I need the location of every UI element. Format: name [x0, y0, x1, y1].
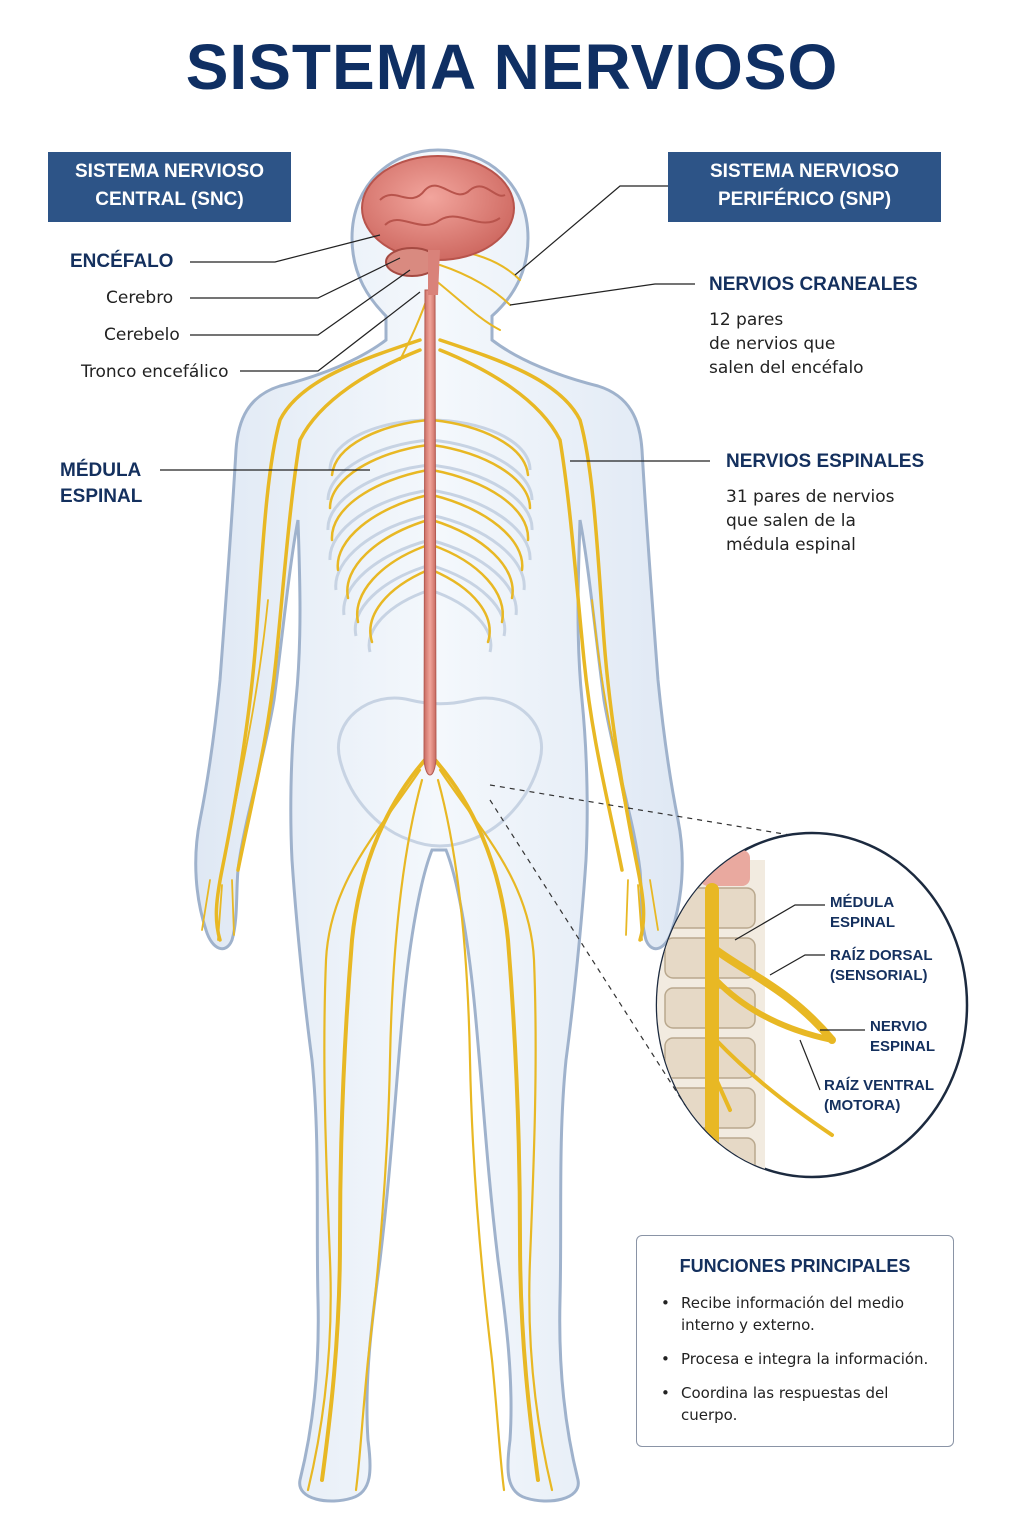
espinales-desc-2: que salen de la — [726, 511, 856, 531]
label-cerebro: Cerebro — [106, 288, 174, 308]
inset-dorsal-1: RAÍZ DORSAL — [830, 947, 933, 964]
function-item: Recibe información del medio interno y e… — [659, 1292, 939, 1336]
functions-title: FUNCIONES PRINCIPALES — [679, 1256, 911, 1276]
function-item: Coordina las respuestas del cuerpo. — [659, 1382, 939, 1426]
snp-heading: SISTEMA NERVIOSO PERIFÉRICO (SNP) — [668, 152, 941, 222]
peripheral-nerves — [201, 249, 659, 1492]
inset-label-raiz-dorsal: RAÍZ DORSAL (SENSORIAL) — [830, 946, 933, 986]
page-title: SISTEMA NERVIOSO — [185, 31, 839, 103]
snp-line1: SISTEMA NERVIOSO — [710, 161, 899, 182]
label-medula-line2: ESPINAL — [60, 486, 143, 507]
snc-heading: SISTEMA NERVIOSO CENTRAL (SNC) — [48, 152, 291, 222]
leader-lines — [160, 185, 710, 471]
craneales-desc-2: de nervios que — [709, 334, 836, 354]
inset-label-medula: MÉDULA ESPINAL — [830, 893, 895, 933]
inset-nervio-2: ESPINAL — [870, 1038, 936, 1055]
snc-line1: SISTEMA NERVIOSO — [75, 161, 264, 182]
craneales-description: 12 pares de nervios que salen del encéfa… — [709, 308, 864, 380]
spinal-inset — [655, 831, 969, 1179]
snc-line2: CENTRAL (SNC) — [95, 189, 244, 210]
label-medula-line1: MÉDULA — [60, 460, 142, 481]
craneales-desc-3: salen del encéfalo — [709, 358, 864, 378]
spinal-cord — [423, 289, 437, 776]
inset-ventral-1: RAÍZ VENTRAL — [824, 1077, 934, 1094]
inset-ventral-2: (MOTORA) — [824, 1097, 901, 1114]
espinales-desc-3: médula espinal — [726, 535, 856, 555]
inset-medula-2: ESPINAL — [830, 914, 896, 931]
label-tronco: Tronco encefálico — [81, 362, 229, 382]
craneales-desc-1: 12 pares — [709, 310, 784, 330]
snp-line2: PERIFÉRICO (SNP) — [717, 189, 892, 210]
label-cerebelo: Cerebelo — [104, 325, 180, 345]
label-encefalo: ENCÉFALO — [70, 251, 174, 272]
label-nervios-craneales: NERVIOS CRANEALES — [709, 274, 918, 295]
espinales-description: 31 pares de nervios que salen de la médu… — [726, 485, 895, 557]
body-silhouette — [194, 148, 684, 1503]
functions-panel: FUNCIONES PRINCIPALES Recibe información… — [636, 1235, 954, 1447]
inset-connector — [489, 784, 791, 1106]
brain — [361, 155, 515, 295]
function-item: Procesa e integra la información. — [659, 1348, 939, 1370]
inset-label-nervio: NERVIO ESPINAL — [870, 1017, 935, 1057]
label-medula: MÉDULA ESPINAL — [60, 458, 142, 510]
inset-dorsal-2: (SENSORIAL) — [830, 967, 928, 984]
functions-list: Recibe información del medio interno y e… — [659, 1292, 939, 1438]
inset-label-raiz-ventral: RAÍZ VENTRAL (MOTORA) — [824, 1076, 934, 1116]
label-nervios-espinales: NERVIOS ESPINALES — [726, 451, 925, 472]
espinales-desc-1: 31 pares de nervios — [726, 487, 895, 507]
inset-nervio-1: NERVIO — [870, 1018, 928, 1035]
inset-medula-1: MÉDULA — [830, 894, 895, 911]
